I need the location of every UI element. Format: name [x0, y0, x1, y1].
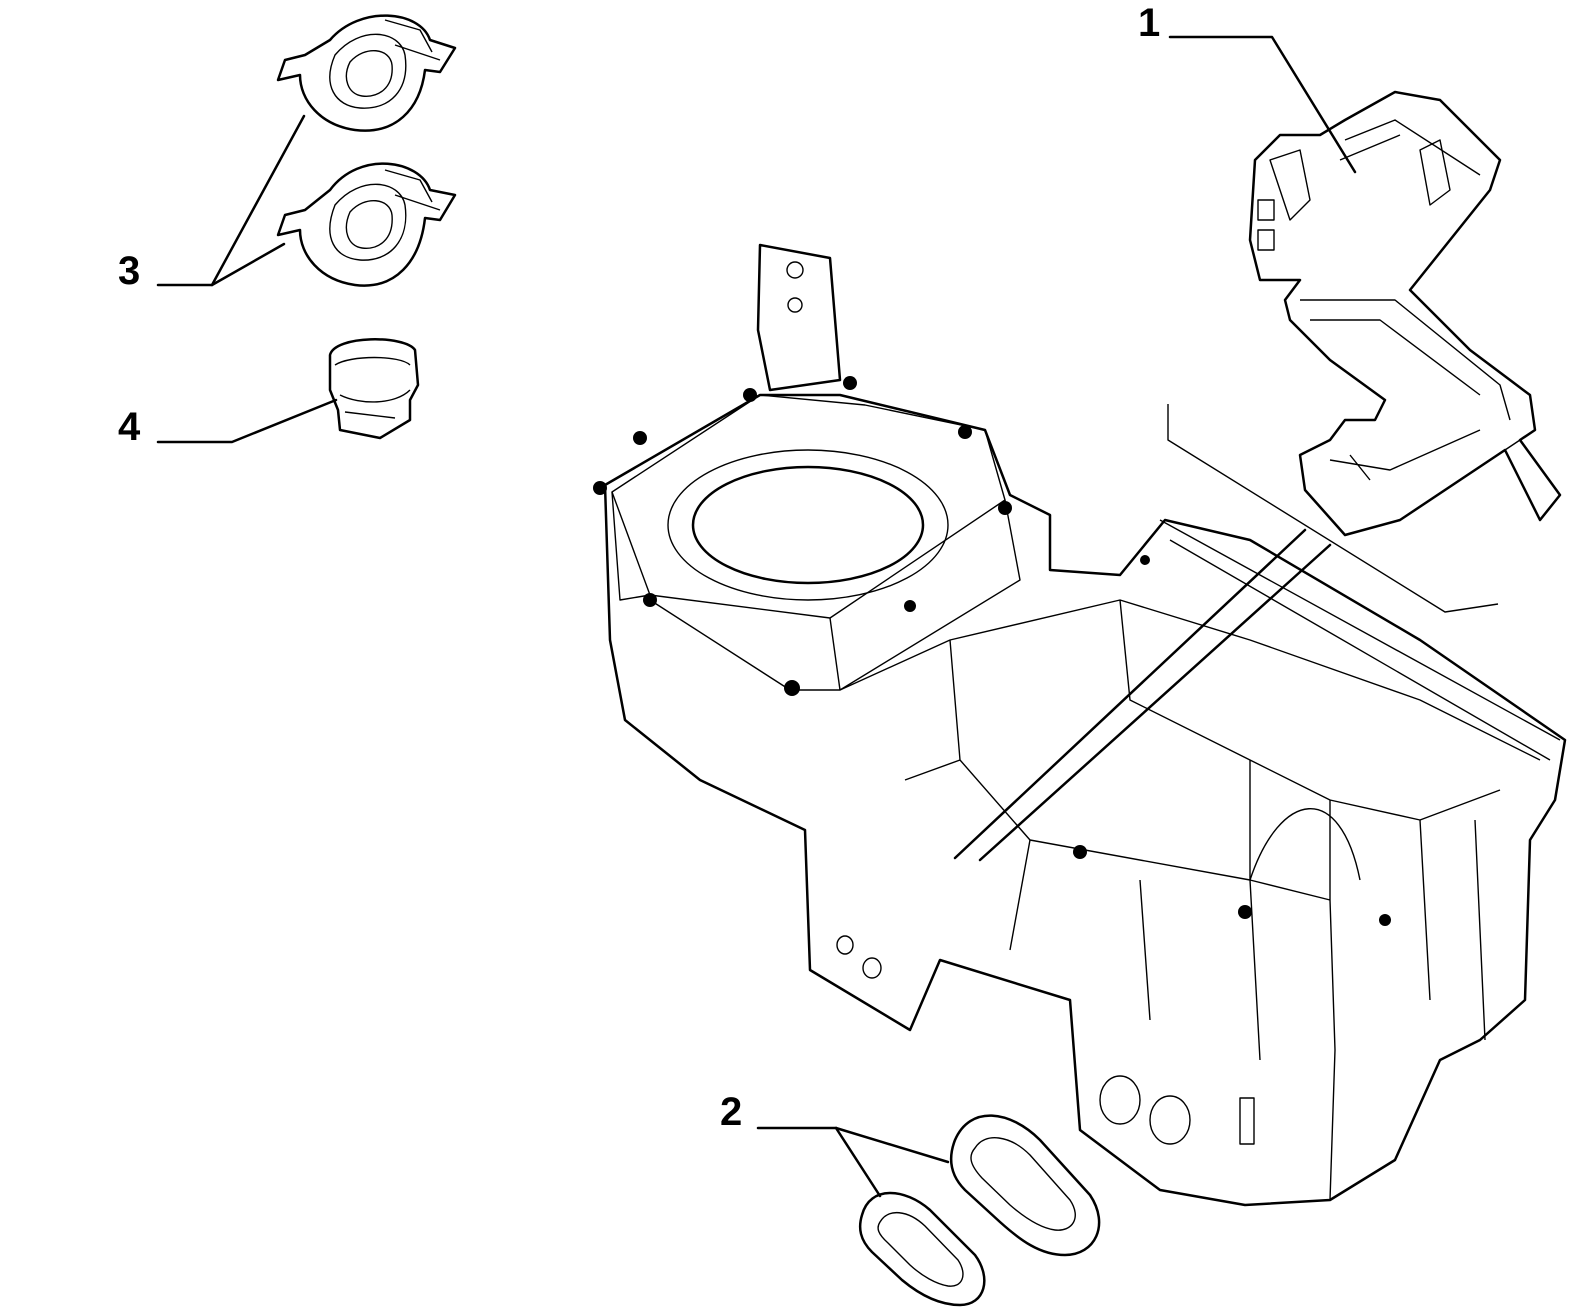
leader-line-1 — [953, 35, 1357, 862]
callout-1: 1 — [1138, 1, 1160, 45]
callout-3: 3 — [118, 249, 140, 293]
leader-line-2 — [756, 1126, 950, 1198]
mounting-bracket — [1167, 90, 1562, 613]
leader-line-3 — [156, 114, 306, 287]
leader-line-4 — [156, 398, 338, 444]
callout-2: 2 — [720, 1090, 742, 1134]
callout-4: 4 — [118, 405, 141, 449]
gasket-large — [949, 1114, 1101, 1257]
small-clip — [328, 338, 420, 440]
heater-housing — [593, 243, 1567, 1207]
hose-clip-lower — [276, 162, 457, 287]
gasket-small — [858, 1191, 986, 1307]
hose-clip-upper — [276, 14, 457, 132]
